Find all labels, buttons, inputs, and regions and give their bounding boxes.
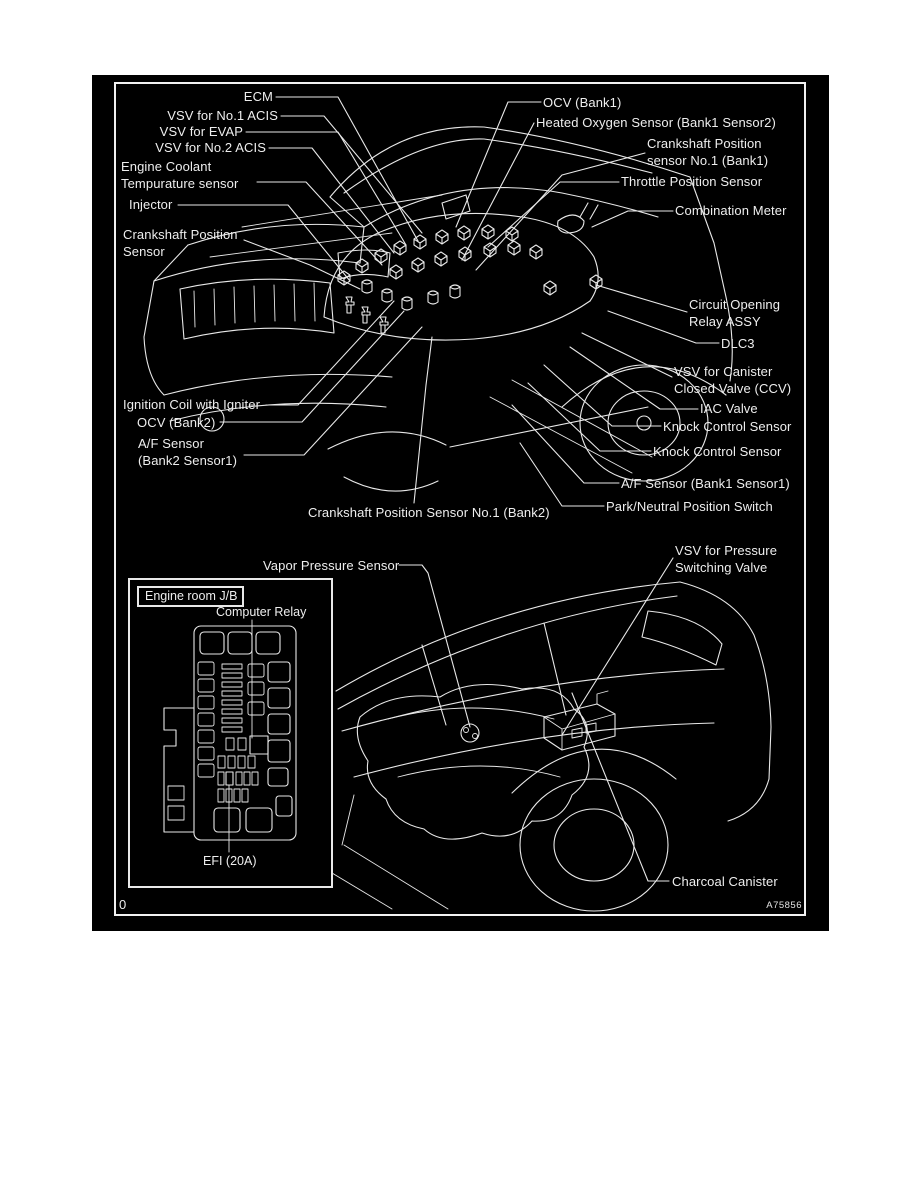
engine-room-junction-box-inset: Engine room J/B Computer Relay EFI (20A) (128, 578, 333, 888)
label-engine-coolant-temp: Engine Coolant Tempurature sensor (121, 159, 239, 191)
label-vapor-pressure-sensor: Vapor Pressure Sensor (263, 558, 400, 573)
label-ignition-coil: Ignition Coil with Igniter (123, 397, 260, 412)
label-vsv-evap: VSV for EVAP (159, 124, 243, 139)
label-crankshaft-position: Crankshaft Position Sensor (123, 227, 238, 259)
label-dlc3: DLC3 (721, 336, 755, 351)
label-af-sensor-bank1: A/F Sensor (Bank1 Sensor1) (621, 476, 790, 491)
label-vsv-no1-acis: VSV for No.1 ACIS (167, 108, 278, 123)
label-knock-sensor-2: Knock Control Sensor (653, 444, 782, 459)
label-af-sensor-bank2: A/F Sensor (Bank2 Sensor1) (138, 436, 238, 468)
label-charcoal-canister: Charcoal Canister (672, 874, 778, 889)
label-efi-fuse: EFI (20A) (203, 854, 257, 868)
label-combination-meter: Combination Meter (675, 203, 787, 218)
label-ecm: ECM (243, 89, 273, 104)
label-injector: Injector (129, 197, 173, 212)
page-marker: 0 (119, 897, 127, 912)
label-heated-oxygen: Heated Oxygen Sensor (Bank1 Sensor2) (536, 115, 776, 130)
front-vehicle-sketch (143, 126, 733, 492)
label-throttle-position: Throttle Position Sensor (621, 174, 763, 189)
label-crankshaft-bank1: Crankshaft Position sensor No.1 (Bank1) (647, 136, 769, 168)
label-knock-sensor-1: Knock Control Sensor (663, 419, 792, 434)
label-iac-valve: IAC Valve (700, 401, 758, 416)
label-computer-relay: Computer Relay (216, 605, 307, 619)
label-ocv-bank1: OCV (Bank1) (543, 95, 622, 110)
computer-relay-slot (249, 735, 269, 755)
label-park-neutral-switch: Park/Neutral Position Switch (606, 499, 773, 514)
label-circuit-opening-relay: Circuit Opening Relay ASSY (689, 297, 781, 329)
vehicle-illustrations (143, 96, 772, 912)
underbody-vehicle-sketch (331, 581, 772, 912)
label-vsv-pressure-switching: VSV for Pressure Switching Valve (675, 543, 778, 575)
label-ocv-bank2: OCV (Bank2) (137, 415, 216, 430)
leader-lines (177, 96, 720, 882)
label-vsv-no2-acis: VSV for No.2 ACIS (155, 140, 266, 155)
label-vsv-canister-ccv: VSV for Canister Closed Valve (CCV) (674, 364, 792, 396)
efi-fuse-slot (225, 771, 234, 786)
component-location-diagram: ECM VSV for No.1 ACIS VSV for EVAP VSV f… (92, 75, 829, 931)
fuse-box-sketch (163, 619, 297, 853)
label-crankshaft-bank2: Crankshaft Position Sensor No.1 (Bank2) (308, 505, 550, 520)
junction-box-title: Engine room J/B (137, 586, 245, 607)
figure-code: A75856 (766, 900, 802, 911)
